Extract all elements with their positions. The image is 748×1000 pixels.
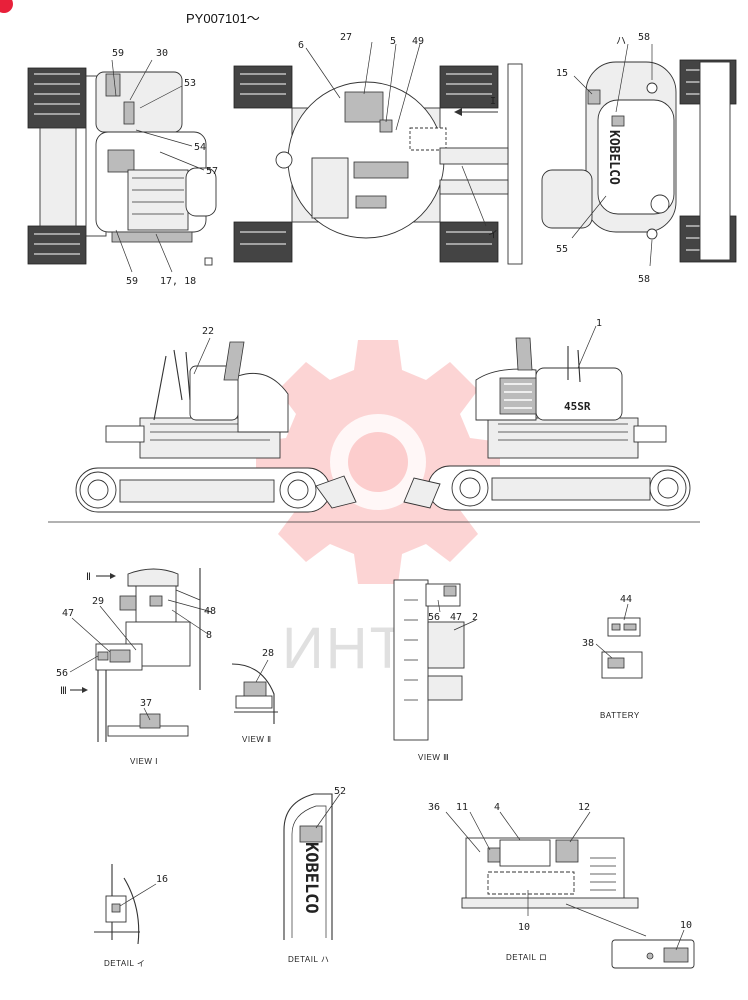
view-II-arrow-label: Ⅱ: [86, 572, 91, 583]
caption-detail-ro: DETAIL ロ: [506, 953, 547, 962]
callout-59-bottom: 59: [126, 276, 138, 287]
callout-47-left: 47: [62, 608, 74, 619]
serial-number-heading: PY007101～: [186, 11, 260, 26]
callout-38: 38: [582, 638, 594, 649]
detail-ro-drawing: [445, 811, 695, 969]
callout-15: 15: [556, 68, 568, 79]
callout-36: 36: [428, 802, 440, 813]
callout-49: 49: [412, 36, 424, 47]
callout-6: 6: [298, 40, 304, 51]
callout-10-right: 10: [680, 920, 692, 931]
rear-logo-vertical: KOBELCO: [606, 130, 621, 185]
corner-badge[interactable]: [0, 0, 13, 13]
callout-52: 52: [334, 786, 346, 797]
callout-27: 27: [340, 32, 352, 43]
battery-drawing: [595, 603, 643, 679]
callout-30: 30: [156, 48, 168, 59]
callout-56-left: 56: [56, 668, 68, 679]
caption-detail-ha: DETAIL ハ: [288, 955, 329, 964]
callout-8: 8: [206, 630, 212, 641]
callout-5: 5: [390, 36, 396, 47]
callout-28: 28: [262, 648, 274, 659]
callout-29: 29: [92, 596, 104, 607]
callout-10-left: 10: [518, 922, 530, 933]
caption-view-1: VIEW Ⅰ: [130, 757, 158, 766]
rear-view-right: [541, 43, 737, 267]
callout-48: 48: [204, 606, 216, 617]
model-badge: 45SR: [564, 400, 591, 413]
detail-i-drawing: [94, 864, 157, 945]
callout-2: 2: [472, 612, 478, 623]
view-1-drawing: [69, 568, 213, 742]
detail-i-marker: イ: [488, 230, 498, 241]
caption-battery: BATTERY: [600, 711, 640, 720]
callout-16: 16: [156, 874, 168, 885]
view-2-drawing: [231, 659, 278, 724]
callout-57: 57: [206, 166, 218, 177]
view-III-arrow-label: Ⅲ: [60, 686, 67, 697]
top-view-left: [27, 59, 217, 273]
callout-44: 44: [620, 594, 632, 605]
callout-53: 53: [184, 78, 196, 89]
callout-54: 54: [194, 142, 206, 153]
side-view-right: [403, 325, 691, 511]
callout-56-right: 56: [428, 612, 440, 623]
top-view-center: [233, 41, 523, 265]
view-arrow-I-label: I: [490, 96, 496, 107]
callout-17-18: 17, 18: [160, 276, 196, 287]
detail-ha-drawing: [283, 793, 341, 940]
caption-view-3: VIEW Ⅲ: [418, 753, 449, 762]
view-3-drawing: [393, 579, 477, 741]
detail-ha-logo-vertical: KOBELCO: [301, 842, 321, 914]
callout-55: 55: [556, 244, 568, 255]
callout-11: 11: [456, 802, 468, 813]
side-view-left: [75, 337, 357, 513]
caption-view-2: VIEW Ⅱ: [242, 735, 272, 744]
callout-22: 22: [202, 326, 214, 337]
callout-4: 4: [494, 802, 500, 813]
callout-47-right: 47: [450, 612, 462, 623]
callout-59-top: 59: [112, 48, 124, 59]
callout-58-top: 58: [638, 32, 650, 43]
callout-37: 37: [140, 698, 152, 709]
callout-1: 1: [596, 318, 602, 329]
callout-12: 12: [578, 802, 590, 813]
callout-58-bottom: 58: [638, 274, 650, 285]
watermark-gear-logo: [256, 340, 500, 584]
caption-detail-i: DETAIL イ: [104, 959, 145, 968]
detail-ha-marker: ハ: [616, 36, 626, 47]
